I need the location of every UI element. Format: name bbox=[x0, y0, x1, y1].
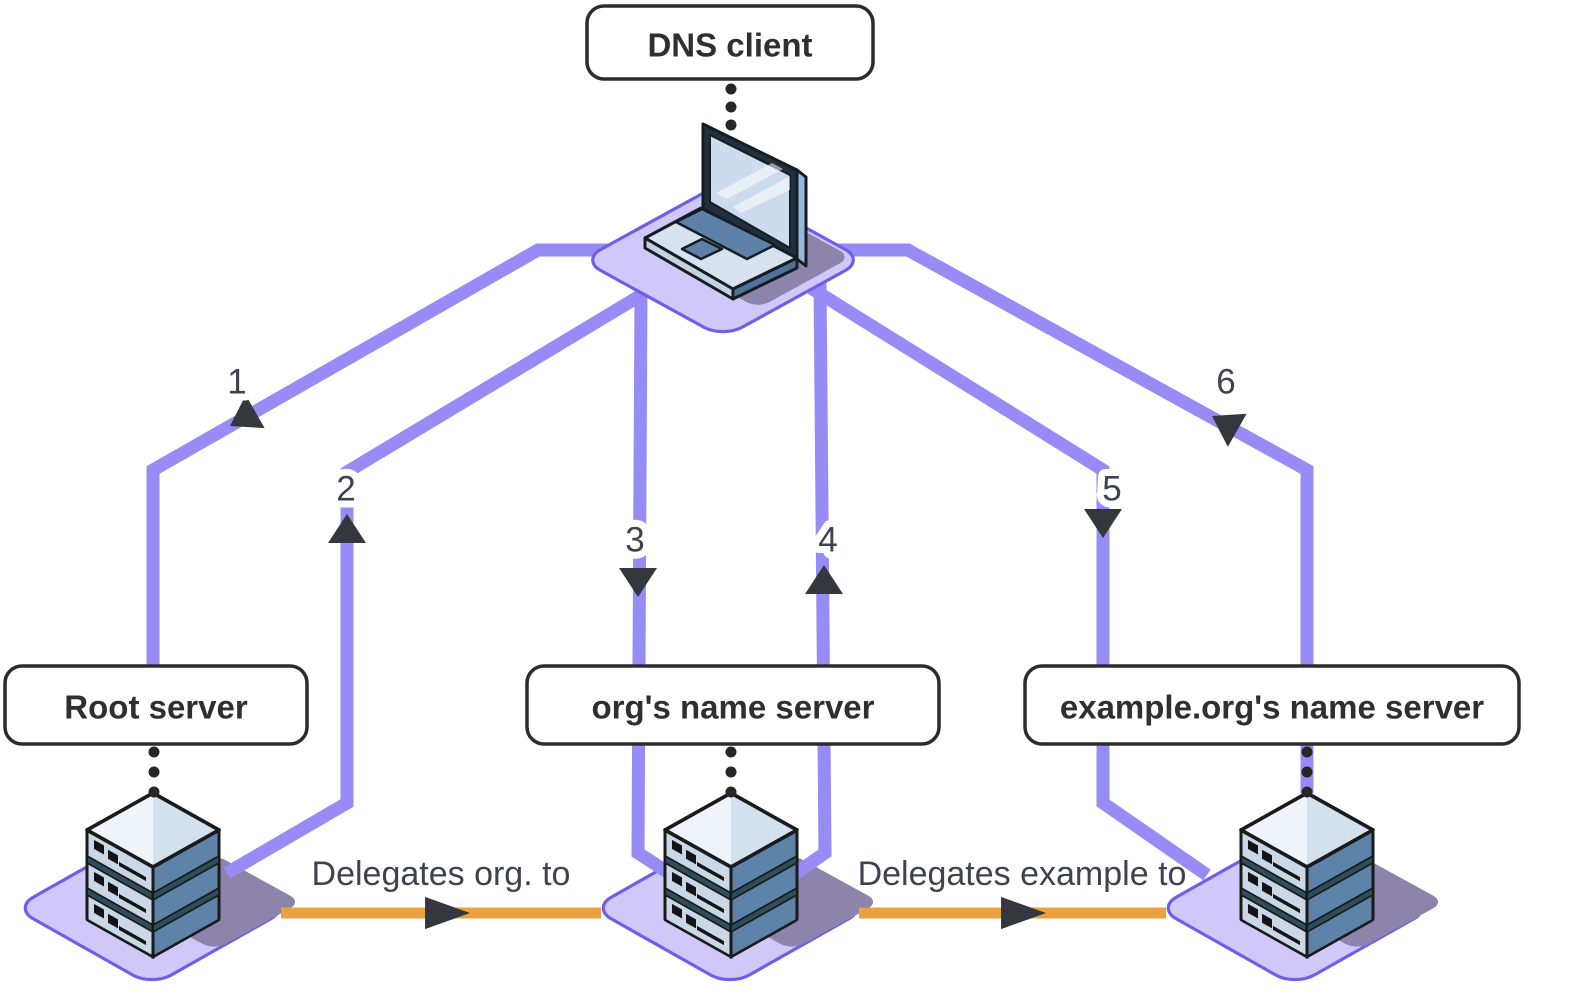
root-server-icon bbox=[85, 791, 221, 959]
edge-6-example-to-client bbox=[838, 243, 1314, 793]
root-dotted-connector bbox=[148, 746, 160, 798]
laptop-icon bbox=[643, 122, 808, 301]
edge-1-client-to-root bbox=[146, 243, 608, 680]
edge-3-client-to-org bbox=[631, 290, 676, 881]
edge-2-root-to-client bbox=[223, 288, 647, 879]
client-dotted-connector bbox=[725, 83, 737, 131]
step-3-label: 3 bbox=[625, 521, 644, 560]
step-5-label: 5 bbox=[1102, 470, 1121, 509]
edge-5-client-to-example bbox=[807, 282, 1211, 881]
step-1-label: 1 bbox=[227, 363, 246, 402]
edge-4-org-to-client bbox=[789, 282, 832, 881]
edge-5-arrowhead bbox=[1084, 509, 1122, 538]
step-4-label: 4 bbox=[818, 521, 837, 560]
delegation-org-to-example-arrowhead bbox=[1001, 896, 1046, 930]
org-dotted-connector bbox=[725, 746, 737, 798]
root-server-label: Root server bbox=[64, 689, 248, 726]
org-server-label-box: org's name server bbox=[525, 664, 941, 746]
org-server-label: org's name server bbox=[592, 689, 875, 726]
delegation-org-to-example-label: Delegates example to bbox=[858, 855, 1187, 893]
root-server-label-box: Root server bbox=[3, 664, 309, 746]
example-server-label: example.org's name server bbox=[1060, 689, 1484, 726]
example-server-label-box: example.org's name server bbox=[1023, 664, 1521, 746]
edge-4-arrowhead bbox=[805, 565, 843, 594]
edge-3-arrowhead bbox=[619, 568, 657, 597]
edge-1-arrowhead bbox=[220, 395, 265, 443]
client-label-box: DNS client bbox=[585, 4, 875, 81]
step-2-label: 2 bbox=[336, 470, 355, 509]
delegation-root-to-org-arrowhead bbox=[425, 896, 470, 930]
client-label: DNS client bbox=[647, 27, 812, 64]
example-dotted-connector bbox=[1301, 746, 1313, 798]
step-6-label: 6 bbox=[1216, 363, 1235, 402]
delegation-root-to-org-label: Delegates org. to bbox=[312, 855, 571, 893]
edge-2-arrowhead bbox=[328, 514, 366, 543]
org-server-icon bbox=[663, 791, 799, 959]
example-server-icon bbox=[1239, 791, 1375, 959]
